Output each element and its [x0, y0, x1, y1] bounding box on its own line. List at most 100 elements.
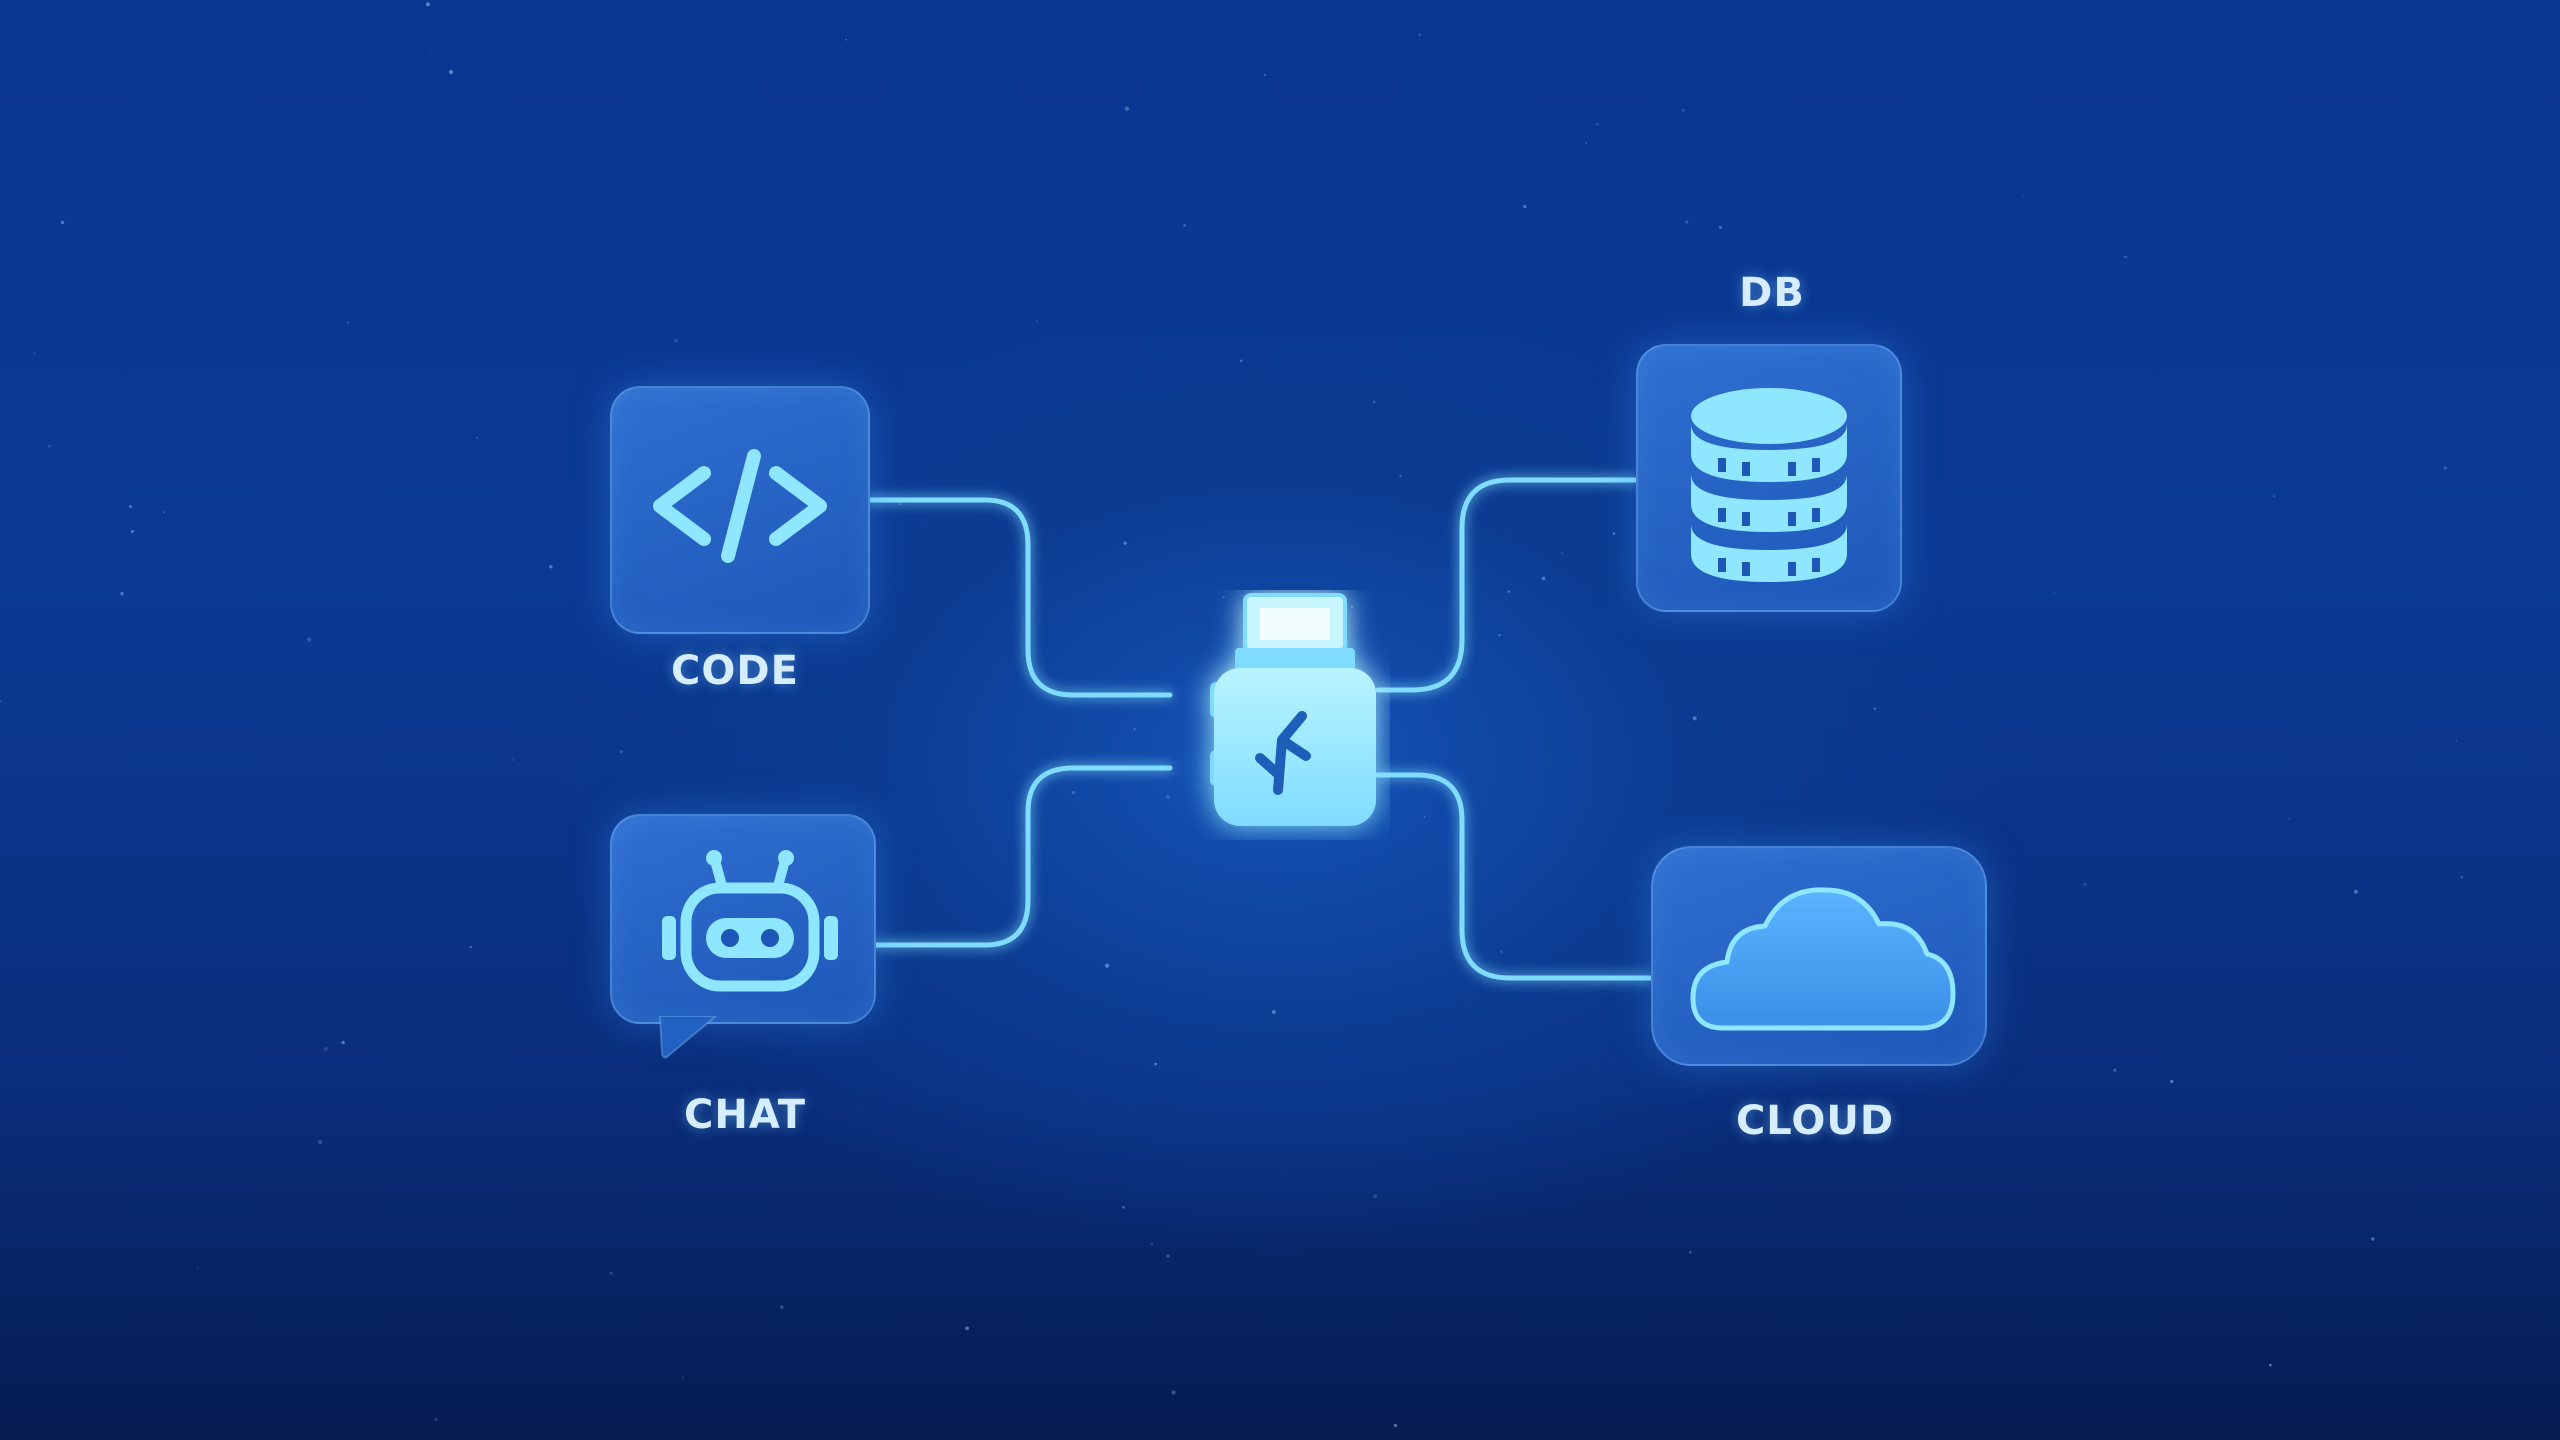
- star: [1399, 474, 1402, 477]
- db-node[interactable]: [1636, 344, 1902, 612]
- star: [2083, 882, 2087, 887]
- star: [1171, 1390, 1176, 1395]
- star: [1681, 108, 1685, 112]
- star: [2460, 875, 2464, 879]
- star: [1351, 606, 1353, 608]
- star: [425, 2, 430, 7]
- star: [2269, 1363, 2272, 1367]
- star: [1121, 1205, 1125, 1209]
- star: [120, 591, 124, 596]
- star: [2022, 195, 2025, 198]
- star: [674, 338, 678, 343]
- star: [899, 503, 902, 506]
- chat-label: CHAT: [684, 1092, 806, 1138]
- star: [1123, 541, 1127, 545]
- code-node[interactable]: [610, 386, 870, 634]
- star: [1684, 220, 1689, 224]
- star: [1596, 123, 1599, 126]
- star: [129, 505, 132, 508]
- star: [1523, 204, 1527, 209]
- star: [2053, 592, 2056, 595]
- database-icon: [1691, 388, 1847, 582]
- star: [1272, 1010, 1276, 1014]
- star: [323, 1047, 328, 1051]
- star: [1585, 142, 1588, 145]
- star: [2370, 1237, 2375, 1241]
- star: [1561, 552, 1563, 555]
- star: [1612, 532, 1616, 535]
- star: [2170, 1079, 2174, 1084]
- star: [2353, 889, 2358, 894]
- star: [469, 945, 472, 949]
- line-db-to-hub: [1375, 477, 1639, 693]
- star: [33, 352, 36, 355]
- star: [60, 220, 65, 225]
- star: [2443, 466, 2447, 470]
- usb-connector-icon[interactable]: [1160, 590, 1390, 840]
- star: [1150, 1242, 1154, 1246]
- star: [2288, 817, 2290, 820]
- star: [845, 38, 848, 41]
- star: [1499, 950, 1503, 954]
- line-code-to-hub: [863, 497, 1173, 698]
- star: [1154, 1062, 1157, 1066]
- code-brackets-icon: [653, 449, 827, 563]
- star: [1373, 1194, 1377, 1199]
- code-label: CODE: [671, 648, 799, 694]
- star: [307, 637, 312, 642]
- branch-logo-icon: [1255, 711, 1311, 795]
- star: [1165, 794, 1170, 799]
- star: [1541, 576, 1546, 581]
- star: [476, 436, 478, 439]
- star: [2272, 494, 2276, 498]
- star: [549, 564, 553, 569]
- line-chat-to-hub: [869, 765, 1173, 948]
- chat-node[interactable]: [610, 814, 876, 1024]
- star: [318, 1140, 323, 1145]
- chat-bubble-tail: [658, 1016, 718, 1059]
- star: [619, 750, 623, 754]
- star: [609, 1271, 613, 1275]
- cloud-node[interactable]: [1651, 846, 1987, 1066]
- star: [1263, 73, 1266, 77]
- db-label: DB: [1739, 270, 1805, 316]
- star: [0, 700, 2, 703]
- star: [1133, 728, 1136, 731]
- star: [130, 529, 134, 533]
- star: [1418, 33, 1421, 36]
- star: [1183, 224, 1187, 227]
- cloud-icon: [1690, 887, 1956, 1031]
- star: [1393, 1423, 1398, 1428]
- star: [690, 1102, 695, 1106]
- star: [2113, 1068, 2117, 1072]
- star: [1239, 359, 1243, 363]
- star: [346, 320, 350, 324]
- star: [162, 511, 166, 514]
- star: [780, 1305, 784, 1309]
- star: [1507, 590, 1511, 593]
- star: [341, 1040, 345, 1045]
- star: [1035, 320, 1038, 323]
- star: [1166, 1254, 1170, 1258]
- star: [2455, 739, 2458, 742]
- star: [1692, 716, 1697, 721]
- star: [1124, 106, 1130, 111]
- star: [47, 444, 51, 448]
- star: [511, 758, 514, 762]
- star: [1718, 225, 1722, 230]
- star: [196, 1267, 199, 1270]
- star: [965, 1326, 969, 1331]
- star: [1689, 1251, 1692, 1254]
- star: [1104, 963, 1110, 968]
- star: [448, 69, 454, 75]
- star: [430, 52, 433, 55]
- line-cloud-to-hub: [1375, 772, 1654, 981]
- star: [1373, 400, 1376, 404]
- star: [1873, 707, 1877, 710]
- star: [1423, 815, 1426, 818]
- robot-chat-icon: [662, 850, 838, 992]
- star: [2124, 255, 2127, 259]
- cloud-label: CLOUD: [1735, 1098, 1895, 1144]
